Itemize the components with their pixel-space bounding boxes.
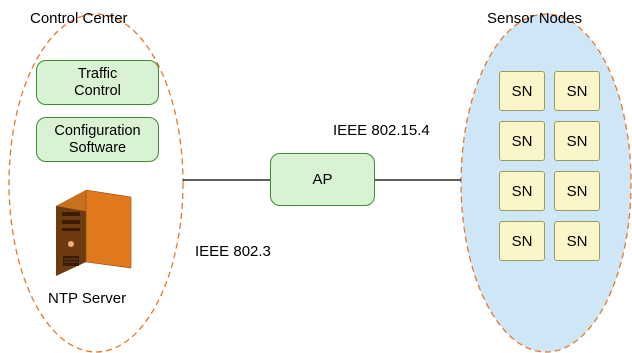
control-center-boundary <box>8 13 184 353</box>
access-point-label: AP <box>312 171 333 188</box>
sensor-nodes-title: Sensor Nodes <box>487 10 583 27</box>
access-point-box: AP <box>270 153 375 206</box>
sensor-node: SN <box>554 171 600 211</box>
ntp-server-label: NTP Server <box>48 290 127 307</box>
wireless-link-label: IEEE 802.15.4 <box>333 122 430 139</box>
server-tower-icon <box>56 189 132 276</box>
sensor-node: SN <box>499 221 545 261</box>
configuration-software-label-line2: Software <box>68 139 127 156</box>
sensor-node: SN <box>499 171 545 211</box>
traffic-control-label-line1: Traffic <box>77 65 118 82</box>
sensor-node: SN <box>554 221 600 261</box>
traffic-control-label-line2: Control <box>74 82 121 99</box>
sensor-node: SN <box>554 121 600 161</box>
traffic-control-box: Traffic Control <box>36 60 159 105</box>
control-center-title: Control Center <box>30 10 128 27</box>
sensor-region-boundary <box>460 13 632 353</box>
configuration-software-label-line1: Configuration <box>54 122 141 139</box>
sensor-node: SN <box>499 121 545 161</box>
sensor-node: SN <box>499 71 545 111</box>
sensor-node: SN <box>554 71 600 111</box>
configuration-software-box: Configuration Software <box>36 117 159 162</box>
wired-link-label: IEEE 802.3 <box>195 243 271 260</box>
